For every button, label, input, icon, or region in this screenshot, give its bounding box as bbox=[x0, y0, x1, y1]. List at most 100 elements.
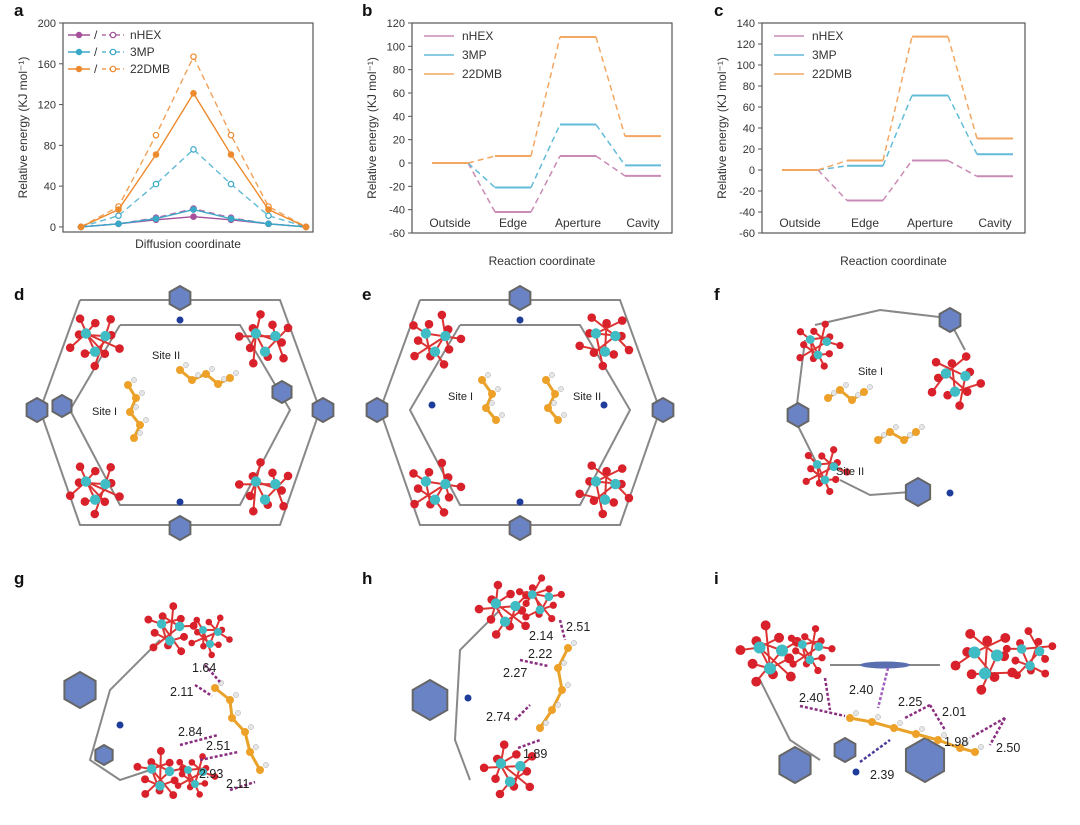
data-point-22DMB-solid bbox=[77, 223, 85, 231]
carbon-atom bbox=[824, 394, 832, 402]
y-tick-label: 40 bbox=[743, 123, 755, 135]
oxygen-atom bbox=[234, 332, 244, 341]
legend-open-marker bbox=[109, 65, 117, 73]
oxygen-atom bbox=[456, 334, 466, 344]
hydrogen-atom bbox=[143, 417, 149, 423]
structure-d bbox=[25, 284, 335, 542]
oxygen-atom bbox=[474, 604, 484, 614]
oxygen-atom bbox=[545, 585, 553, 593]
oxygen-atom bbox=[115, 492, 124, 501]
carbon-atom bbox=[124, 381, 132, 389]
oxygen-atom bbox=[90, 361, 100, 371]
hydrogen-atom bbox=[555, 702, 561, 708]
hydrogen-atom bbox=[867, 384, 873, 390]
metal-atom bbox=[259, 494, 271, 505]
oxygen-atom bbox=[933, 373, 943, 383]
oxygen-atom bbox=[810, 327, 818, 335]
metal-atom bbox=[510, 600, 521, 612]
distance-label: 2.22 bbox=[528, 647, 552, 661]
connector-3MP bbox=[947, 95, 978, 155]
hydrogen-atom bbox=[133, 404, 139, 410]
connector-3MP bbox=[467, 162, 496, 189]
linker-ring bbox=[168, 514, 192, 542]
oxygen-atom bbox=[609, 498, 619, 507]
oxygen-atom bbox=[575, 341, 584, 351]
framework-linker bbox=[839, 479, 911, 497]
oxygen-atom bbox=[234, 480, 244, 489]
oxygen-atom bbox=[141, 775, 149, 784]
carbon-atom bbox=[492, 416, 500, 424]
carbon-atom bbox=[241, 728, 249, 736]
hydrogen-bond bbox=[859, 738, 891, 764]
connector-22DMB bbox=[595, 36, 626, 137]
bond bbox=[413, 483, 446, 505]
hydrogen-atom bbox=[855, 392, 861, 398]
bond bbox=[764, 625, 771, 669]
hydrogen-atom bbox=[195, 372, 201, 378]
metal-atom bbox=[504, 776, 516, 787]
oxygen-atom bbox=[444, 493, 454, 502]
oxygen-atom bbox=[201, 780, 209, 787]
oxygen-atom bbox=[424, 467, 434, 477]
carbon-atom bbox=[956, 744, 964, 752]
oxygen-atom bbox=[65, 491, 75, 501]
metal-atom bbox=[495, 758, 507, 769]
legend-separator: / bbox=[94, 28, 98, 42]
hydrogen-atom bbox=[551, 400, 557, 406]
data-point-3MP-solid bbox=[152, 215, 160, 223]
structure-f bbox=[786, 306, 986, 508]
distance-label: 2.50 bbox=[996, 741, 1020, 755]
metal-atom bbox=[949, 386, 961, 397]
oxygen-atom bbox=[249, 506, 258, 516]
x-category-label: Outside bbox=[429, 216, 471, 230]
metal-atom bbox=[100, 330, 111, 342]
metal-atom bbox=[991, 649, 1003, 662]
oxygen-atom bbox=[1013, 671, 1021, 680]
nitrogen-atom bbox=[428, 401, 436, 409]
y-tick-label: 40 bbox=[393, 111, 405, 123]
y-tick-label: 160 bbox=[38, 59, 56, 71]
metal-atom bbox=[940, 368, 952, 379]
oxygen-atom bbox=[439, 508, 449, 517]
oxygen-atom bbox=[1011, 656, 1020, 665]
oxygen-atom bbox=[499, 740, 509, 749]
oxygen-atom bbox=[156, 747, 165, 755]
x-category-label: Edge bbox=[851, 216, 879, 230]
framework-linker bbox=[759, 679, 821, 761]
metal-atom bbox=[214, 628, 222, 636]
oxygen-atom bbox=[211, 773, 219, 780]
connector-nHEX bbox=[817, 169, 848, 201]
oxygen-atom bbox=[91, 466, 100, 476]
carbon-atom bbox=[912, 428, 920, 436]
x-axis-label: Reaction coordinate bbox=[840, 254, 947, 268]
legend-label: nHEX bbox=[812, 29, 843, 43]
legend-separator: / bbox=[94, 45, 98, 59]
x-category-label: Aperture bbox=[555, 216, 601, 230]
legend-label: 22DMB bbox=[130, 62, 170, 76]
hydrogen-bond bbox=[514, 704, 531, 721]
y-tick-label: 120 bbox=[38, 100, 56, 112]
hydrogen-atom bbox=[543, 720, 549, 726]
hydrogen-atom bbox=[875, 714, 881, 720]
nitrogen-atom bbox=[852, 768, 860, 776]
oxygen-atom bbox=[283, 471, 293, 481]
oxygen-atom bbox=[602, 318, 611, 328]
metal-atom bbox=[599, 494, 611, 505]
hydrogen-atom bbox=[495, 386, 501, 392]
oxygen-atom bbox=[789, 660, 797, 668]
data-point-3MP-solid bbox=[115, 220, 122, 228]
oxygen-atom bbox=[818, 654, 826, 662]
oxygen-atom bbox=[147, 758, 156, 767]
nitrogen-atom bbox=[464, 694, 472, 702]
connector-3MP bbox=[817, 165, 848, 171]
metal-atom bbox=[829, 462, 839, 472]
metal-atom bbox=[820, 475, 830, 485]
carbon-atom bbox=[202, 370, 210, 378]
oxygen-atom bbox=[927, 387, 937, 397]
oxygen-atom bbox=[409, 469, 418, 478]
carbon-atom bbox=[900, 436, 908, 444]
oxygen-atom bbox=[1034, 637, 1043, 646]
metal-atom bbox=[590, 328, 602, 339]
legend-solid-marker bbox=[75, 31, 83, 39]
